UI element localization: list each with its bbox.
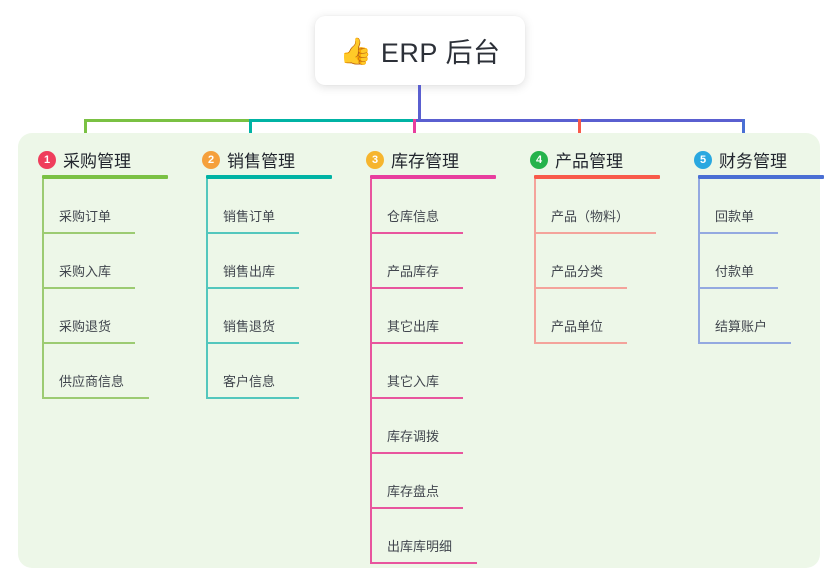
branch-leaf-rule [370, 232, 463, 234]
branch-header-rule [42, 175, 168, 179]
branch-leaf[interactable]: 付款单 [698, 234, 778, 289]
branch-leaf-label: 其它入库 [387, 374, 440, 389]
branch-leaf[interactable]: 采购入库 [42, 234, 135, 289]
branch-leaf-rule [370, 507, 463, 509]
branch-leaf-label: 销售退货 [223, 319, 276, 334]
branch-header-3[interactable]: 3 库存管理 [366, 147, 459, 172]
branch-leaf-rule [698, 342, 791, 344]
branch-spine [370, 179, 372, 564]
branch-spine [42, 179, 44, 399]
branch-leaf-label: 仓库信息 [387, 209, 440, 224]
branch-leaf-label: 采购入库 [59, 264, 112, 279]
branch-leaf[interactable]: 采购退货 [42, 289, 135, 344]
branch-header-label: 销售管理 [227, 152, 295, 171]
branch-leaf-rule [370, 342, 463, 344]
connector-bar-segment-2 [249, 119, 415, 122]
branch-number-badge: 1 [38, 150, 56, 169]
branch-leaf-label: 库存盘点 [387, 484, 440, 499]
branch-leaf-label: 付款单 [715, 264, 755, 279]
branch-leaf-rule [698, 232, 778, 234]
branch-leaf[interactable]: 其它入库 [370, 344, 463, 399]
branch-number-badge: 4 [530, 150, 548, 169]
root-node-card[interactable]: 👍 ERP 后台 [315, 16, 525, 85]
branch-leaf[interactable]: 结算账户 [698, 289, 791, 344]
branch-leaf-rule [370, 287, 463, 289]
branch-leaf-rule [206, 397, 299, 399]
branch-header-rule [698, 175, 824, 179]
branch-leaf[interactable]: 回款单 [698, 179, 778, 234]
branch-spine [206, 179, 208, 399]
branch-leaf-rule [370, 452, 463, 454]
branch-leaf-rule [534, 342, 627, 344]
root-stem-line [418, 85, 421, 121]
branch-leaf-rule [42, 342, 135, 344]
branch-leaf-label: 产品单位 [551, 319, 604, 334]
branch-number-badge: 5 [694, 150, 712, 169]
branch-leaf-label: 销售订单 [223, 209, 276, 224]
branch-leaf[interactable]: 产品（物料） [534, 179, 656, 234]
branch-header-rule [534, 175, 660, 179]
branch-header-rule [370, 175, 496, 179]
branch-leaf[interactable]: 供应商信息 [42, 344, 149, 399]
branch-leaf-label: 结算账户 [715, 319, 768, 334]
branch-number-badge: 3 [366, 150, 384, 169]
branch-header-label: 产品管理 [555, 152, 623, 171]
branch-header-label: 财务管理 [719, 152, 787, 171]
branch-leaf-label: 采购退货 [59, 319, 112, 334]
branch-leaf-rule [698, 287, 778, 289]
branch-leaf-label: 其它出库 [387, 319, 440, 334]
branch-header-label: 库存管理 [391, 152, 459, 171]
branch-leaf-rule [42, 287, 135, 289]
branch-header-1[interactable]: 1 采购管理 [38, 147, 131, 172]
branch-leaf[interactable]: 销售退货 [206, 289, 299, 344]
branch-leaf-rule [370, 562, 477, 564]
branch-leaf-label: 采购订单 [59, 209, 112, 224]
branch-leaf[interactable]: 产品库存 [370, 234, 463, 289]
connector-bar-segment-1 [84, 119, 250, 122]
branch-leaf-label: 出库库明细 [387, 539, 453, 554]
branch-leaf-rule [206, 287, 299, 289]
branch-leaf-label: 客户信息 [223, 374, 276, 389]
branch-leaf[interactable]: 库存调拨 [370, 399, 463, 454]
branch-spine [534, 179, 536, 344]
branch-leaf-label: 供应商信息 [59, 374, 125, 389]
branch-leaf-label: 回款单 [715, 209, 755, 224]
branch-header-4[interactable]: 4 产品管理 [530, 147, 623, 172]
branch-leaf-label: 销售出库 [223, 264, 276, 279]
branch-leaf[interactable]: 客户信息 [206, 344, 299, 399]
branch-leaf[interactable]: 产品单位 [534, 289, 627, 344]
root-node-title: ERP 后台 [380, 38, 501, 68]
thumbs-up-icon: 👍 [339, 35, 372, 66]
branches-panel: 1 采购管理采购订单采购入库采购退货供应商信息 2 销售管理销售订单销售出库销售退货客… [18, 133, 824, 568]
branch-header-2[interactable]: 2 销售管理 [202, 147, 295, 172]
branch-leaf-label: 库存调拨 [387, 429, 440, 444]
branch-leaf[interactable]: 出库库明细 [370, 509, 477, 564]
branch-leaf[interactable]: 产品分类 [534, 234, 627, 289]
branch-leaf[interactable]: 其它出库 [370, 289, 463, 344]
branch-number-badge: 2 [202, 150, 220, 169]
branch-leaf-label: 产品库存 [387, 264, 440, 279]
branch-leaf-rule [206, 342, 299, 344]
branch-leaf[interactable]: 销售出库 [206, 234, 299, 289]
branch-leaf[interactable]: 销售订单 [206, 179, 299, 234]
branch-header-5[interactable]: 5 财务管理 [694, 147, 787, 172]
branch-header-rule [206, 175, 332, 179]
branch-leaf-rule [534, 287, 627, 289]
branch-leaf[interactable]: 采购订单 [42, 179, 135, 234]
branch-leaf-rule [42, 397, 149, 399]
branch-leaf-label: 产品（物料） [551, 209, 630, 224]
branch-leaf[interactable]: 仓库信息 [370, 179, 463, 234]
branch-header-label: 采购管理 [63, 152, 131, 171]
branch-leaf-rule [370, 397, 463, 399]
branch-leaf-label: 产品分类 [551, 264, 604, 279]
branch-spine [698, 179, 700, 344]
branch-leaf-rule [534, 232, 656, 234]
branch-leaf[interactable]: 库存盘点 [370, 454, 463, 509]
branch-leaf-rule [206, 232, 299, 234]
branch-leaf-rule [42, 232, 135, 234]
